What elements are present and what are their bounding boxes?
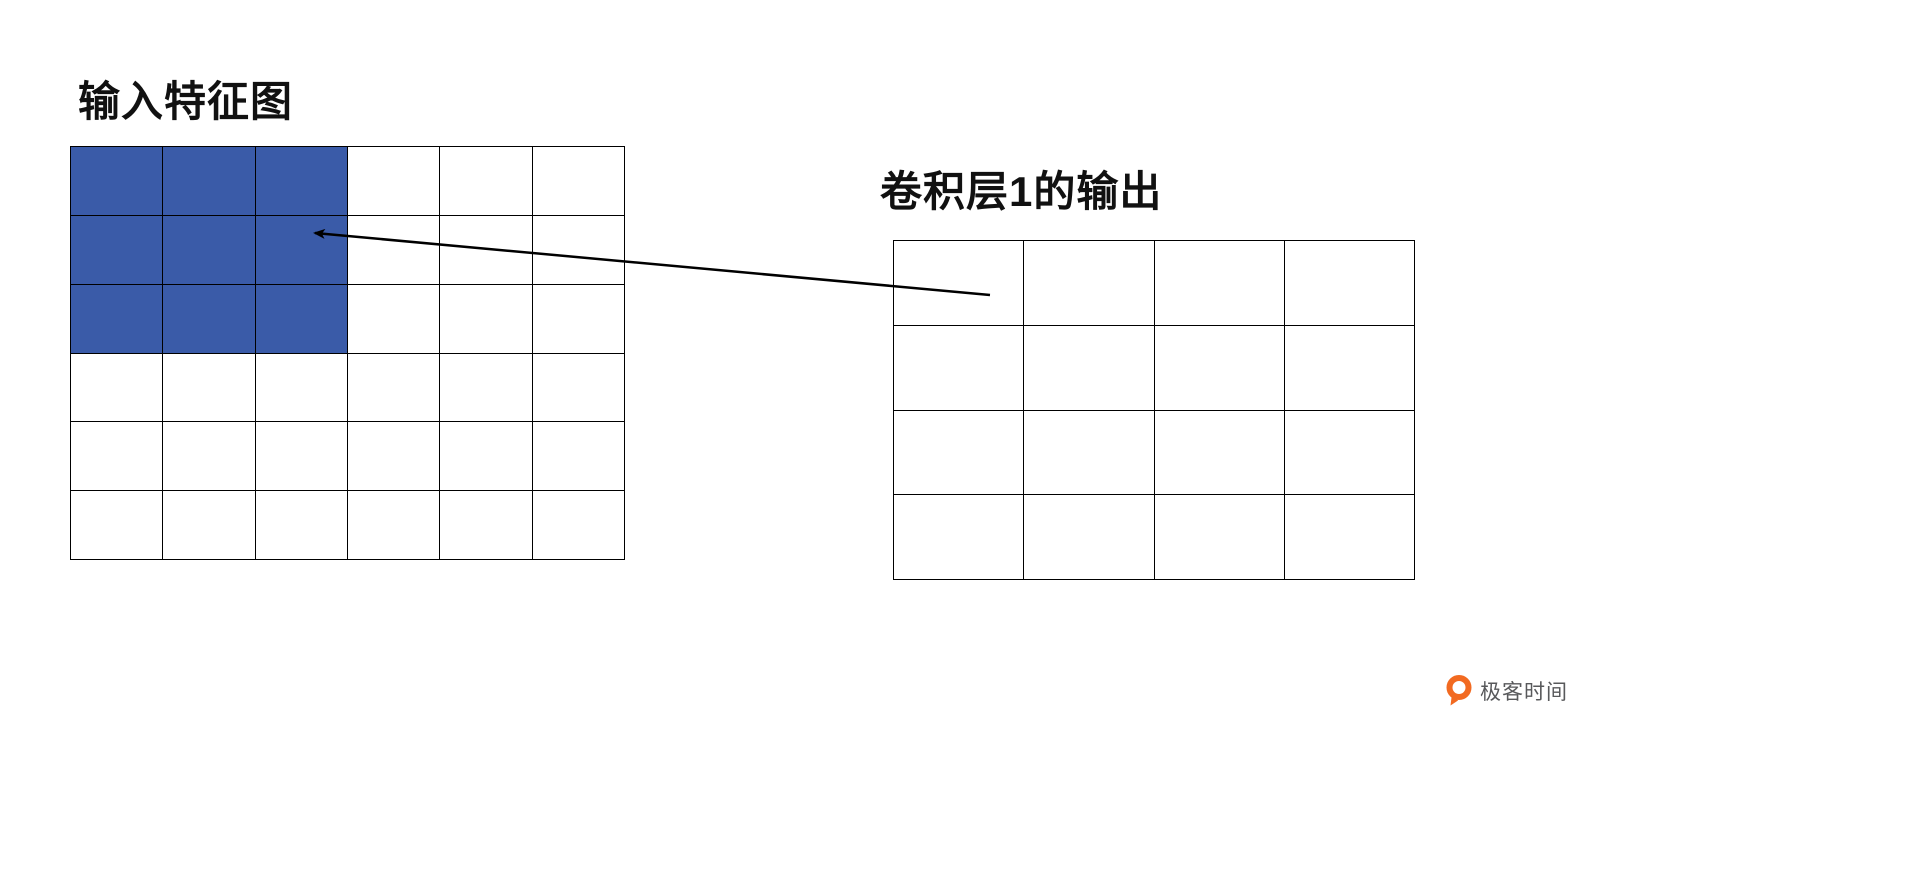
grid-cell-r3c4 (440, 353, 533, 423)
grid-cell-r5c0 (71, 491, 164, 560)
grid-cell-r4c3 (348, 422, 441, 492)
grid-cell-r2c2 (1154, 410, 1285, 496)
grid-cell-r0c2 (1154, 241, 1285, 326)
grid-cell-r0c3 (1284, 241, 1415, 326)
grid-cell-r3c2 (255, 353, 348, 423)
geektime-logo: 极客时间 (1444, 674, 1568, 708)
grid-cell-r0c5 (532, 147, 625, 216)
grid-cell-r1c4 (440, 215, 533, 285)
grid-cell-r2c3 (1284, 410, 1415, 496)
grid-cell-r1c5 (532, 215, 625, 285)
grid-cell-r4c4 (440, 422, 533, 492)
grid-cell-r1c1 (163, 215, 256, 285)
grid-cell-r5c5 (532, 491, 625, 560)
grid-cell-r0c2 (255, 147, 348, 216)
grid-cell-r0c4 (440, 147, 533, 216)
grid-cell-r2c1 (163, 284, 256, 354)
grid-cell-r5c2 (255, 491, 348, 560)
conv-output-grid (893, 240, 1415, 580)
grid-cell-r3c0 (71, 353, 164, 423)
grid-cell-r1c2 (255, 215, 348, 285)
grid-cell-r3c1 (163, 353, 256, 423)
grid-cell-r1c3 (348, 215, 441, 285)
grid-cell-r3c3 (348, 353, 441, 423)
grid-cell-r4c5 (532, 422, 625, 492)
geektime-logo-text: 极客时间 (1480, 681, 1568, 704)
grid-cell-r0c1 (1024, 241, 1155, 326)
output-grid-title: 卷积层1的输出 (880, 168, 1163, 215)
grid-cell-r0c0 (894, 241, 1025, 326)
grid-cell-r5c3 (348, 491, 441, 560)
grid-cell-r4c0 (71, 422, 164, 492)
grid-cell-r5c1 (163, 491, 256, 560)
grid-cell-r2c1 (1024, 410, 1155, 496)
grid-cell-r2c0 (71, 284, 164, 354)
grid-cell-r0c1 (163, 147, 256, 216)
grid-cell-r3c3 (1284, 495, 1415, 580)
grid-cell-r0c0 (71, 147, 164, 216)
input-grid-title: 输入特征图 (78, 78, 294, 125)
grid-cell-r5c4 (440, 491, 533, 560)
grid-cell-r4c1 (163, 422, 256, 492)
grid-cell-r2c5 (532, 284, 625, 354)
grid-cell-r3c5 (532, 353, 625, 423)
grid-cell-r3c0 (894, 495, 1025, 580)
grid-cell-r1c2 (1154, 325, 1285, 411)
grid-cell-r2c3 (348, 284, 441, 354)
grid-cell-r1c0 (894, 325, 1025, 411)
grid-cell-r2c0 (894, 410, 1025, 496)
grid-cell-r1c3 (1284, 325, 1415, 411)
grid-cell-r2c4 (440, 284, 533, 354)
grid-cell-r3c1 (1024, 495, 1155, 580)
input-feature-grid (70, 146, 625, 560)
grid-cell-r1c0 (71, 215, 164, 285)
grid-cell-r3c2 (1154, 495, 1285, 580)
grid-cell-r2c2 (255, 284, 348, 354)
grid-cell-r0c3 (348, 147, 441, 216)
geektime-logo-icon (1446, 675, 1472, 706)
grid-cell-r4c2 (255, 422, 348, 492)
grid-cell-r1c1 (1024, 325, 1155, 411)
